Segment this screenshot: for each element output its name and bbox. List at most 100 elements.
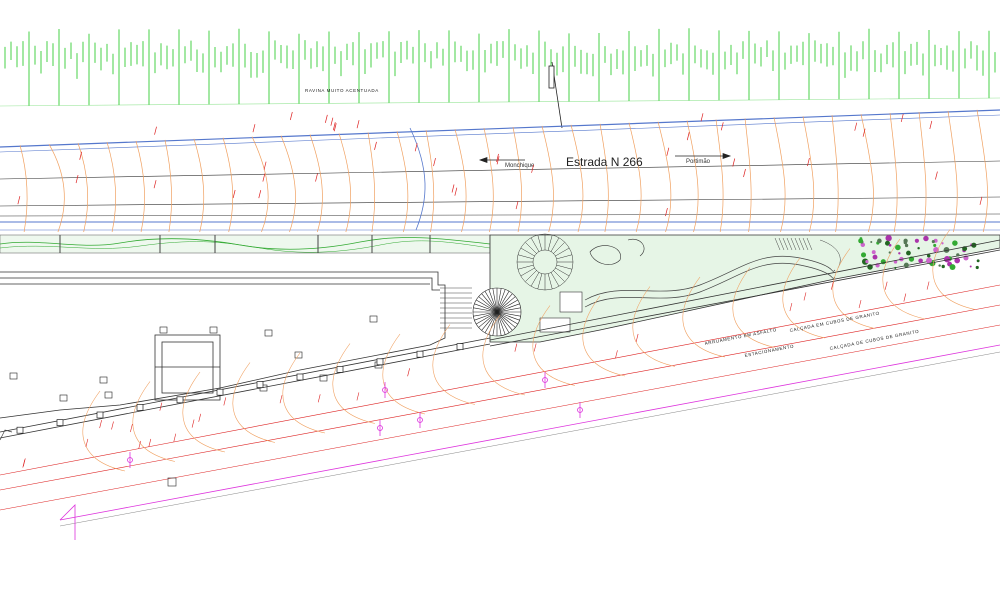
parking-contours (82, 229, 976, 472)
road-lane-line-1 (0, 160, 1000, 180)
stair-curve (819, 239, 841, 269)
parking-tick (514, 343, 518, 352)
parking-tick (831, 281, 834, 290)
elevation-tick (330, 117, 334, 126)
parking-contour (582, 295, 626, 377)
elevation-tick (153, 180, 157, 189)
parking-tick (407, 368, 410, 377)
parking-contour (432, 324, 476, 405)
parking-contour (332, 343, 376, 424)
elevation-tick (862, 128, 866, 137)
fan-ray (530, 237, 540, 252)
retaining-wall (0, 429, 177, 487)
plant-dot (865, 259, 869, 264)
contour-line (193, 138, 205, 233)
facade-edge (0, 239, 1000, 439)
plant-dot (903, 240, 908, 245)
plant-dot (938, 264, 941, 267)
plant-dot (969, 265, 972, 268)
elevation-tick (356, 120, 360, 129)
column-marker (209, 326, 218, 334)
parking-tick (884, 281, 888, 290)
parking-tick (803, 292, 807, 301)
parking-contour (182, 371, 226, 453)
road-edge-top (0, 109, 1000, 148)
plant-dot (949, 264, 956, 271)
plant-dot (954, 257, 961, 264)
elevation-tick (333, 123, 337, 132)
parking-contour (482, 314, 526, 396)
stair-step (802, 237, 809, 251)
facade-post (296, 373, 304, 381)
facade-post (216, 388, 224, 396)
plant-dot (931, 240, 935, 244)
plaza-ray (478, 311, 498, 328)
survey-marker (548, 61, 563, 129)
contour-line (860, 114, 874, 233)
contour-line (599, 123, 609, 233)
contour-line (367, 132, 376, 233)
parking-lines (0, 284, 1000, 540)
stair-step (782, 237, 789, 251)
elevation-tick (232, 189, 236, 199)
plaza-ray (496, 311, 502, 336)
deck-boards (440, 287, 472, 329)
fan-ray (530, 272, 540, 287)
facade-post (336, 366, 344, 373)
plaza-ray (481, 311, 498, 331)
arrow-left-icon (478, 157, 525, 163)
label-parking: ESTACIONAMENTO (744, 343, 794, 357)
parking-tick (635, 333, 639, 343)
plant-dot (941, 242, 944, 245)
plant-dot (933, 243, 937, 247)
parking-tick (138, 440, 141, 450)
contour-line (396, 131, 409, 233)
contour-line (918, 111, 927, 233)
contour-line (425, 130, 435, 233)
fan-ray (553, 242, 565, 254)
plant-dot (870, 240, 873, 244)
column-marker (319, 374, 328, 382)
plaza-ray (496, 307, 521, 313)
fan-ray (550, 237, 560, 252)
parking-contour (82, 390, 126, 472)
parking-contour (882, 238, 926, 320)
plant-dot (918, 258, 923, 264)
plant-dot (933, 247, 939, 253)
ravine-baseline (0, 97, 1000, 107)
parking-contour (932, 229, 976, 310)
elevation-tick (732, 158, 736, 167)
contour-line (309, 134, 323, 233)
contour-line (715, 119, 724, 233)
elevation-tick (289, 111, 293, 121)
plant-dot (906, 250, 911, 256)
road-lane-line-3 (0, 213, 1000, 217)
contour-line (773, 117, 786, 233)
direction-left-label: Monchique (505, 163, 535, 169)
fan-ray (520, 247, 535, 257)
plant-dot (926, 257, 933, 264)
parking-contour (782, 257, 826, 339)
road-curve (409, 127, 426, 231)
fan-ray (550, 272, 560, 287)
elevation-tick (720, 122, 724, 131)
parking-tick (858, 300, 862, 309)
parking-tick (926, 281, 930, 290)
column-marker (9, 372, 18, 380)
plant-dot (860, 242, 866, 248)
parking-tick (159, 402, 163, 411)
road-edge-top-2 (0, 114, 1000, 153)
elevation-tick (807, 157, 810, 167)
contour-line (512, 126, 522, 233)
contour-line (657, 121, 672, 233)
stair-step (786, 237, 793, 251)
elevation-tick (332, 122, 336, 131)
plaza-ray (473, 311, 498, 317)
stair-step (790, 237, 797, 251)
contour-line (744, 118, 752, 233)
contour-line (19, 145, 28, 233)
contour-line (889, 113, 898, 233)
plant-dot (872, 254, 878, 260)
elevation-marks (17, 111, 983, 217)
parking-contour (632, 286, 676, 367)
